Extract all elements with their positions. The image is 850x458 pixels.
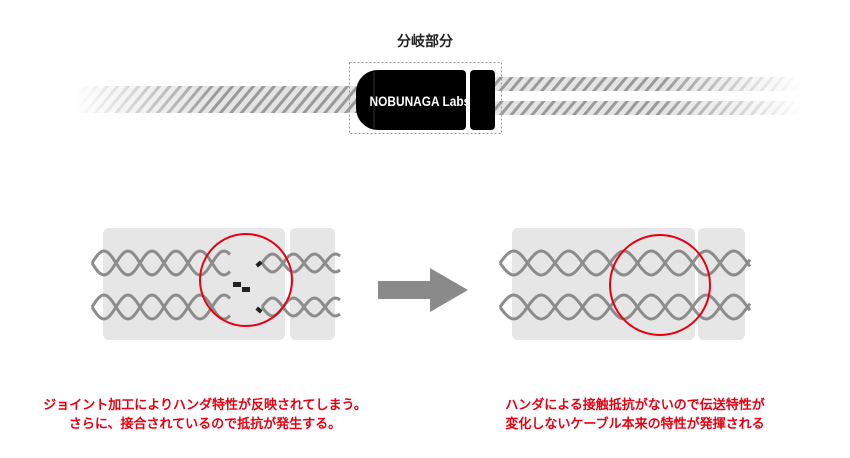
caption-line: ジョイント加工によりハンダ特性が反映されてしまう。 <box>43 398 367 413</box>
cable-right <box>495 75 802 117</box>
caption-before: ジョイント加工によりハンダ特性が反映されてしまう。 さらに、接合されているので抵… <box>5 396 405 434</box>
section-title: 分岐部分 <box>397 34 453 50</box>
arrow-right-icon <box>378 268 468 312</box>
wire <box>498 249 752 277</box>
caption-line: 変化しないケーブル本来の特性が発揮される <box>505 417 765 432</box>
wire <box>260 252 341 274</box>
highlight-circle <box>199 233 293 327</box>
wire <box>498 293 752 321</box>
highlight-circle <box>609 234 711 336</box>
diagram-after <box>498 228 752 340</box>
wire <box>90 293 232 321</box>
caption-line: ハンダによる接触抵抗がないので伝送特性が <box>505 398 765 413</box>
caption-line: さらに、接合されているので抵抗が発生する。 <box>68 417 342 432</box>
solder-joint <box>233 282 241 287</box>
cable-left <box>75 84 360 115</box>
wire <box>90 249 232 277</box>
connector-brand: NOBUNAGA Labs <box>370 93 471 109</box>
connector: NOBUNAGA Labs <box>356 70 495 130</box>
wire <box>260 252 341 274</box>
diagram-before <box>90 228 341 340</box>
wire <box>260 296 341 318</box>
connector-outline <box>349 62 502 134</box>
wire <box>90 293 232 321</box>
caption-after: ハンダによる接触抵抗がないので伝送特性が 変化しないケーブル本来の特性が発揮され… <box>435 396 835 434</box>
